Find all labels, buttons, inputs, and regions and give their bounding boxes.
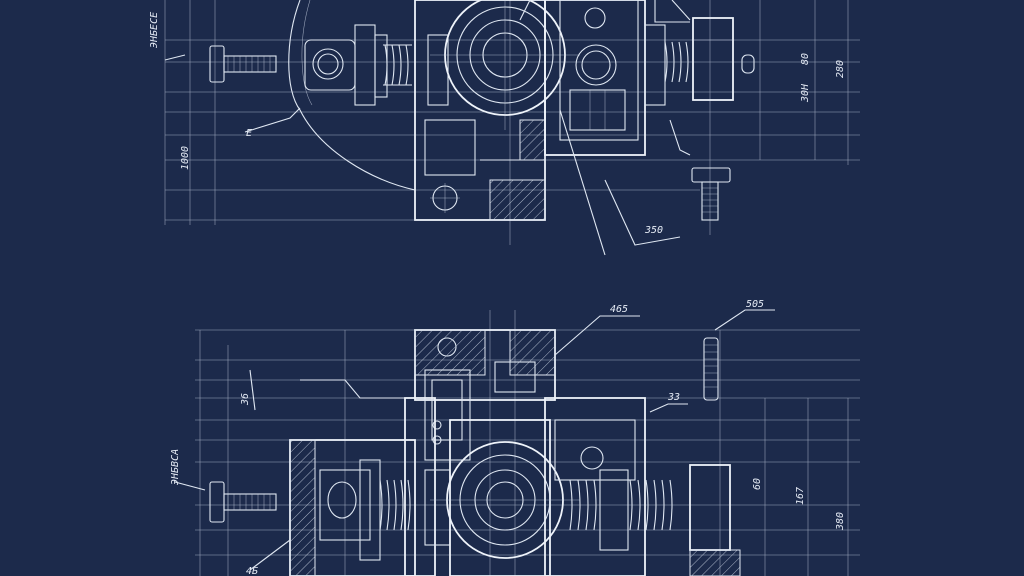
bottom-dim-60-label: 60 [752, 478, 763, 490]
bottom-callout-505-label: 505 [746, 299, 764, 310]
top-arc-housing [288, 0, 416, 191]
top-bushing [304, 24, 388, 106]
bottom-view: 465 505 36 33 ЭНБВСА 60 167 380 4Б [170, 299, 860, 576]
top-side-note-label: ЭНБЕСЕ [149, 12, 160, 48]
bottom-right-block [544, 397, 741, 576]
top-right-shaft [644, 0, 755, 106]
top-view: ЭНБЕСЕ Е 1000 80 280 30H 350 [149, 0, 860, 256]
bottom-bearing [430, 419, 580, 576]
top-bolt-left [209, 45, 277, 83]
top-bearing [430, 0, 580, 130]
top-height-label: 1000 [180, 146, 191, 170]
top-pointer-label: Е [246, 128, 252, 139]
top-dim-80-label: 80 [800, 53, 811, 65]
top-bolt-vertical [691, 167, 731, 221]
bottom-bolt-left [209, 481, 277, 523]
top-dim-30h-label: 30H [800, 83, 811, 103]
top-spring [383, 44, 412, 86]
top-radius-350-label: 350 [644, 225, 663, 236]
bottom-bolt-vertical [703, 337, 719, 401]
bottom-dim-167-label: 167 [795, 487, 806, 505]
bottom-left-housing [289, 397, 436, 576]
bottom-leaders [174, 309, 775, 571]
top-right-block [544, 0, 646, 156]
bottom-callout-465-label: 465 [610, 304, 628, 315]
bottom-upper-housing [300, 329, 556, 461]
top-leaders [164, 0, 691, 256]
bottom-left-label: 4Б [246, 566, 258, 576]
bottom-side-note-label: ЭНБВСА [170, 449, 181, 485]
bottom-dim-33-label: 33 [667, 392, 680, 403]
bottom-dim-36-label: 36 [240, 393, 251, 406]
top-dim-280-label: 280 [835, 60, 846, 78]
top-main-body [414, 0, 546, 221]
bottom-dim-380-label: 380 [835, 512, 846, 531]
